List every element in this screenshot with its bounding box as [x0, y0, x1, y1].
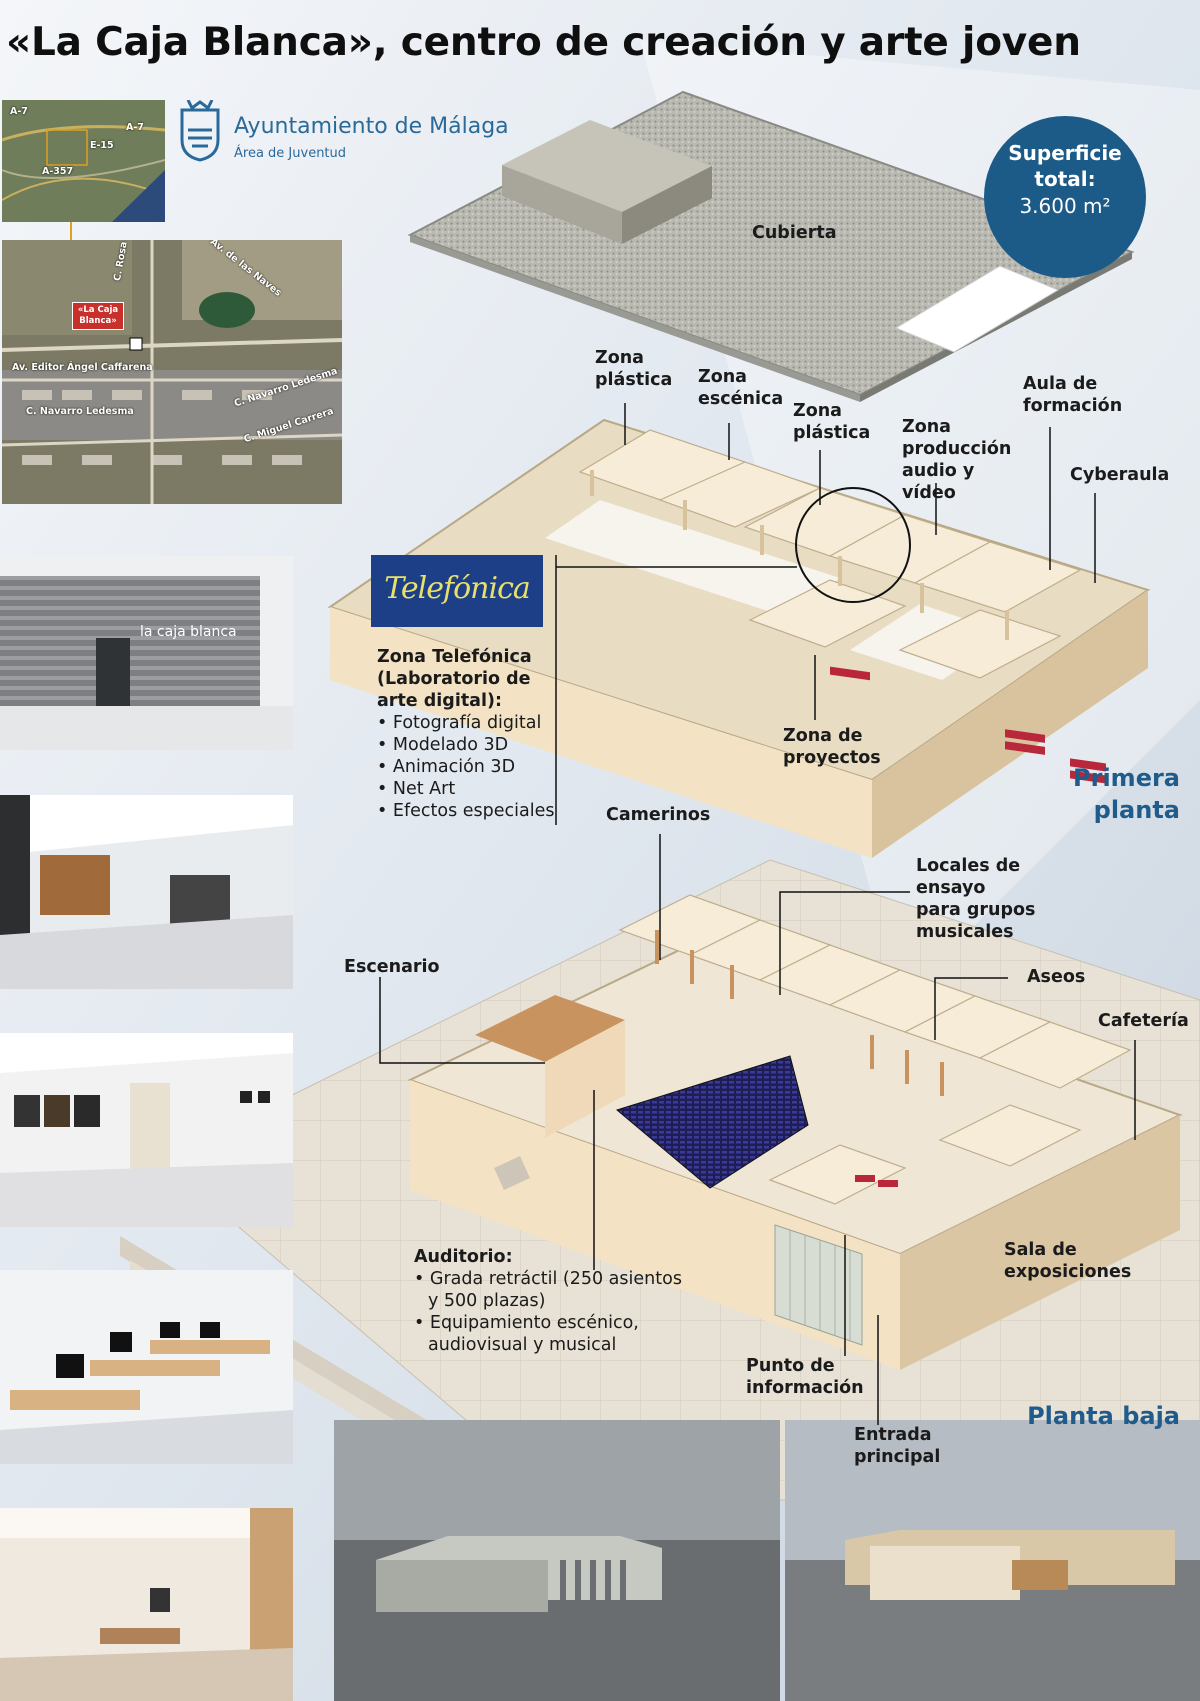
photo-computer-lab [0, 1270, 293, 1464]
city-logo-block: Ayuntamiento de Málaga Área de Juventud [178, 99, 509, 166]
label-zona-produccion: Zona producción audio y vídeo [902, 417, 1012, 503]
label-camerinos: Camerinos [606, 805, 711, 825]
floor-title-baja: Planta baja [1027, 1402, 1180, 1430]
city-name: Ayuntamiento de Málaga [234, 114, 509, 139]
auditorium-heading: Auditorio: [414, 1247, 513, 1267]
photo-meeting-room [0, 1508, 293, 1701]
surface-value: 3.600 m² [1019, 194, 1111, 218]
label-aula-formacion: Aula de formación [1023, 374, 1123, 416]
label-escenario: Escenario [344, 957, 440, 977]
map-road-label: E-15 [90, 140, 114, 151]
map-location-marker: «La Caja Blanca» [72, 302, 124, 330]
label-entrada-principal: Entrada principal [854, 1425, 941, 1467]
label-zona-plastica-2: Zona plástica [793, 401, 871, 443]
label-sala-exposiciones: Sala de exposiciones [1004, 1240, 1132, 1282]
photo-lobby [0, 795, 293, 989]
label-cafeteria: Cafetería [1098, 1011, 1189, 1031]
auditorium-description: Auditorio: Grada retráctil (250 asientos… [414, 1246, 684, 1356]
label-punto-informacion: Punto de información [746, 1356, 864, 1398]
city-department: Área de Juventud [234, 146, 347, 161]
location-map-large: Av. de las Naves C. Rosa García Ascot Av… [2, 240, 342, 504]
telefonica-zone-list: Fotografía digital Modelado 3D Animación… [377, 712, 562, 822]
label-aseos: Aseos [1027, 967, 1086, 987]
surface-label-line2: total: [1034, 167, 1096, 191]
label-cyberaula: Cyberaula [1070, 465, 1170, 485]
list-item: Efectos especiales [377, 800, 562, 822]
facade-sign: la caja blanca [140, 624, 237, 640]
map-road-label: A-7 [126, 122, 144, 133]
surface-label-line1: Superficie [1008, 141, 1122, 165]
label-cubierta: Cubierta [752, 223, 837, 243]
list-item: Grada retráctil (250 asientos y 500 plaz… [414, 1268, 684, 1312]
city-coat-of-arms-icon [180, 99, 220, 162]
map-road-label: A-7 [10, 106, 28, 117]
auditorium-list: Grada retráctil (250 asientos y 500 plaz… [414, 1268, 684, 1356]
surface-badge: Superficie total: 3.600 m² [984, 116, 1146, 278]
list-item: Net Art [377, 778, 562, 800]
telefonica-zone-heading: Zona Telefónica (Laboratorio de arte dig… [377, 647, 532, 711]
list-item: Equipamiento escénico, audiovisual y mus… [414, 1312, 684, 1356]
label-zona-escenica: Zona escénica [698, 367, 784, 409]
telefonica-logo-text: Telefónica [384, 571, 531, 606]
map-road-label: A-357 [42, 166, 74, 177]
telefonica-zone-description: Zona Telefónica (Laboratorio de arte dig… [377, 646, 562, 822]
map-street-label: Av. Editor Ángel Caffarena [12, 362, 153, 373]
map-street-label: C. Navarro Ledesma [26, 406, 134, 417]
label-zona-proyectos: Zona de proyectos [783, 726, 881, 768]
label-locales-ensayo: Locales de ensayo para grupos musicales [916, 856, 1036, 942]
label-zona-plastica-1: Zona plástica [595, 348, 673, 390]
list-item: Animación 3D [377, 756, 562, 778]
photo-facade: la caja blanca [0, 556, 293, 750]
location-map-small: A-7 A-7 E-15 A-357 [2, 100, 165, 222]
telefonica-logo: Telefónica [371, 555, 543, 627]
floor-title-primera: Primera planta [1073, 764, 1180, 824]
photo-gallery [0, 1033, 293, 1227]
list-item: Fotografía digital [377, 712, 562, 734]
page-title: «La Caja Blanca», centro de creación y a… [6, 20, 1081, 65]
list-item: Modelado 3D [377, 734, 562, 756]
